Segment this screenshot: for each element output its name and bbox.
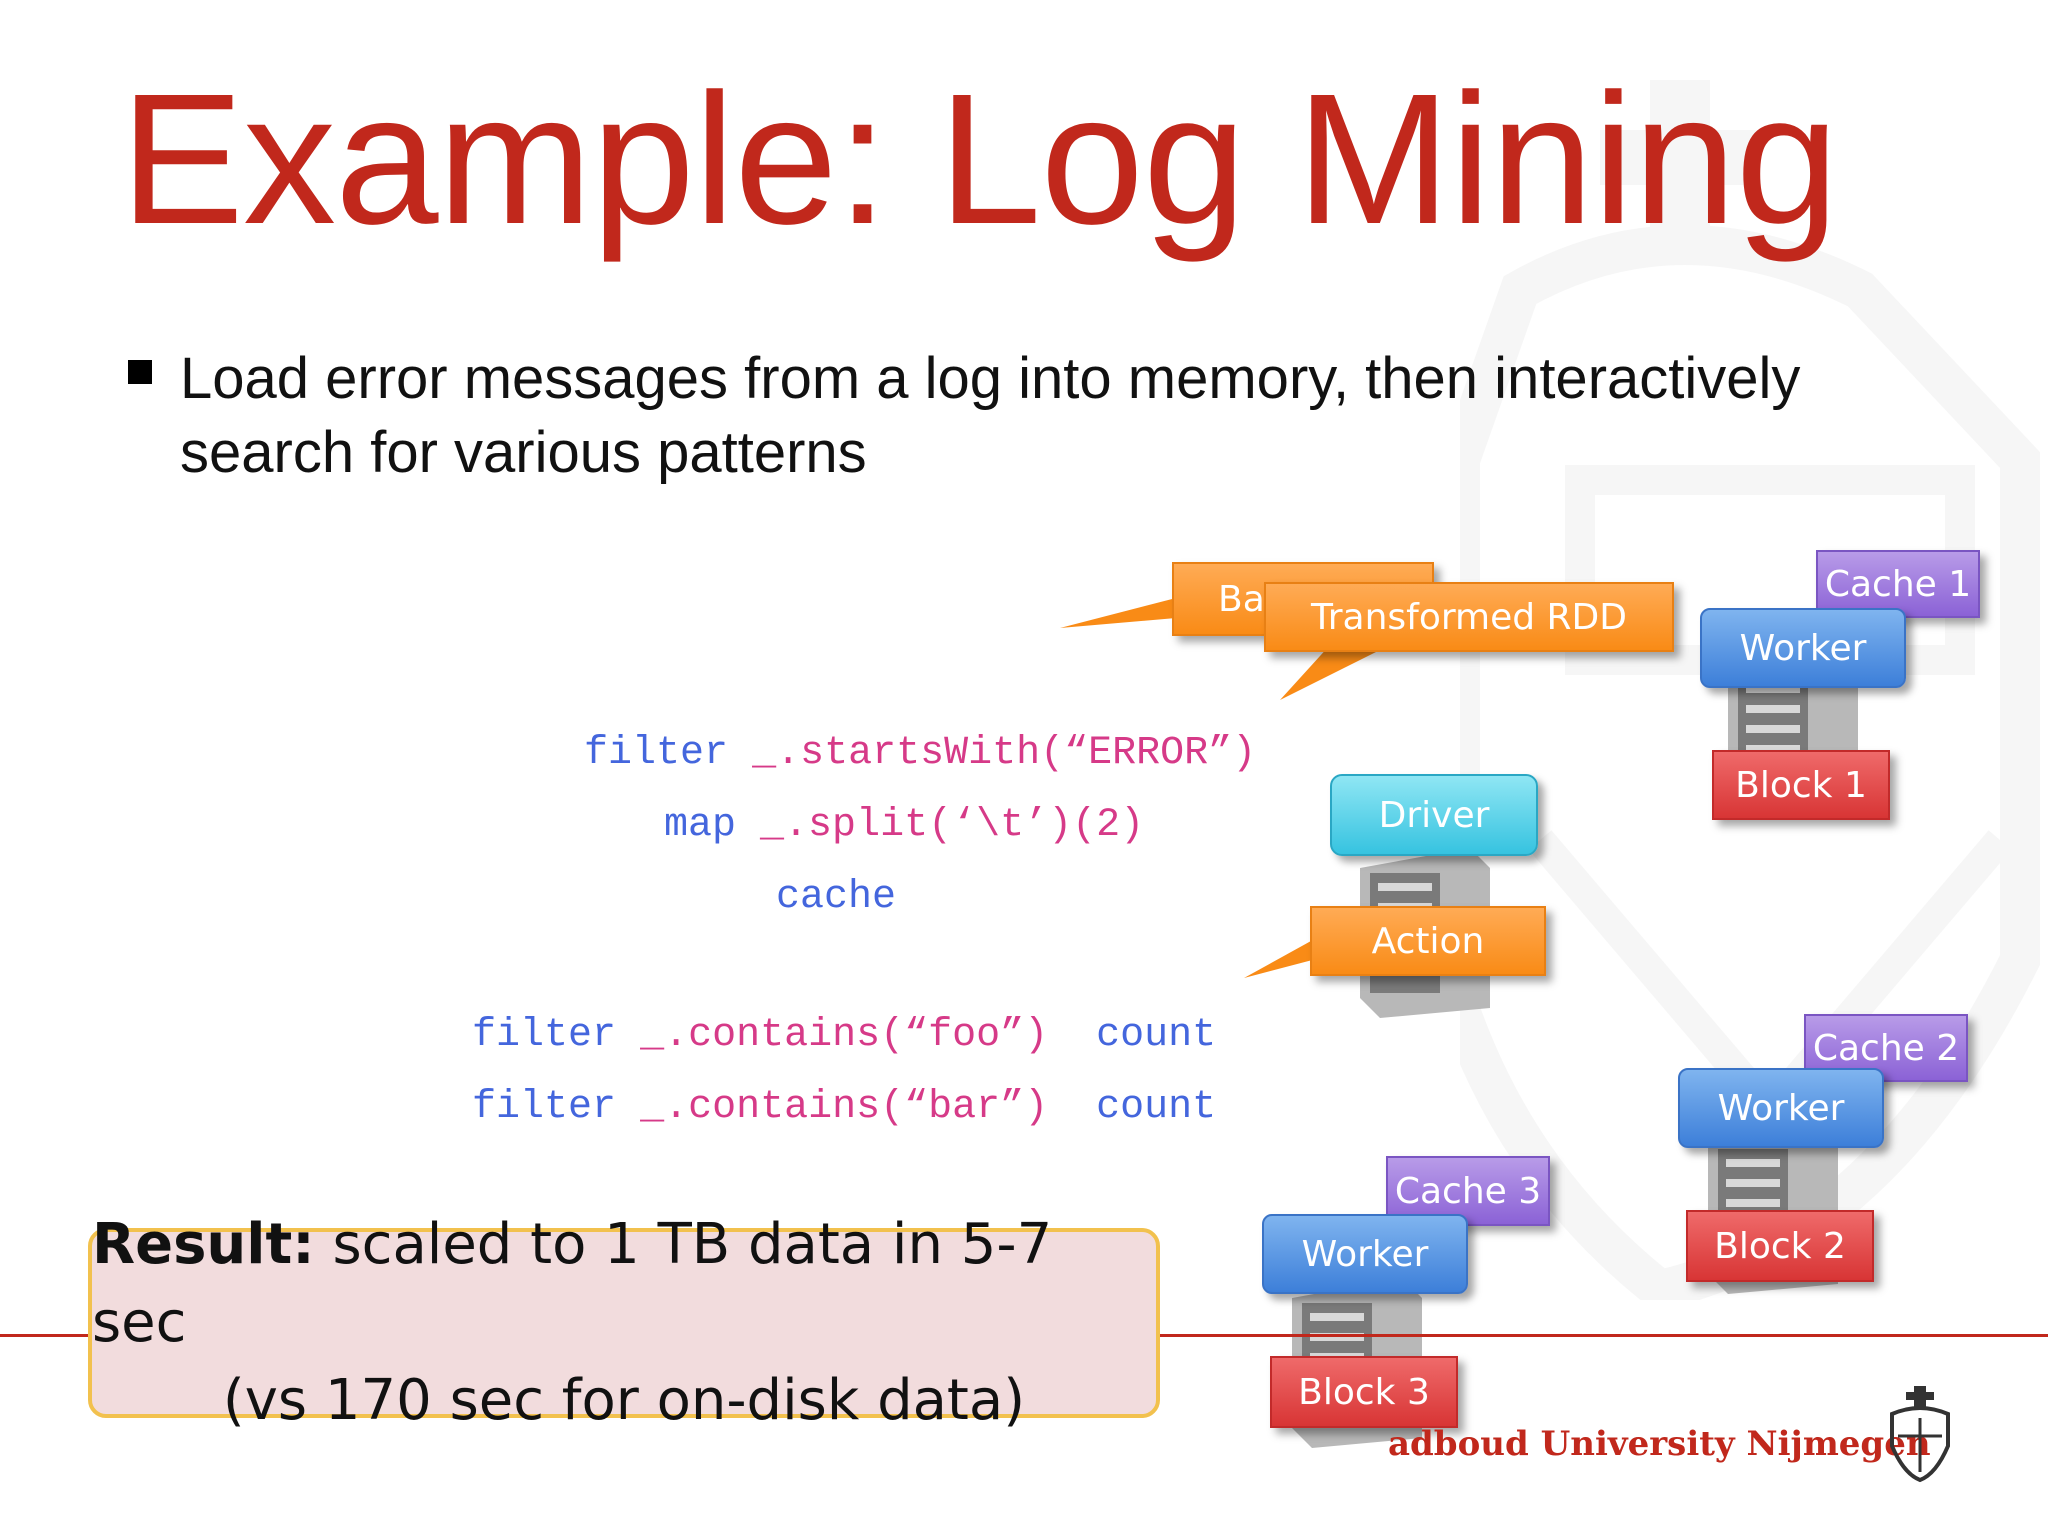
worker-2-box: Worker xyxy=(1678,1068,1884,1148)
worker-1-box: Worker xyxy=(1700,608,1906,688)
block-2-box: Block 2 xyxy=(1686,1210,1874,1282)
code-action: count xyxy=(1096,1013,1217,1058)
code-line-2: map _.split(‘\t’)(2) xyxy=(568,766,1144,886)
university-seal-icon xyxy=(1890,1386,1950,1483)
hidden-tasks-label: tasks xyxy=(1588,746,1688,790)
code-arg: _.contains(“bar”) xyxy=(640,1085,1049,1130)
action-callout: Action xyxy=(1310,906,1546,976)
code-line-3: cache xyxy=(680,838,896,958)
worker-3-box: Worker xyxy=(1262,1214,1468,1294)
block-1-box: Block 1 xyxy=(1712,750,1890,820)
code-op: map xyxy=(664,803,737,848)
slide-title: Example: Log Mining xyxy=(120,56,1839,263)
cache-2-box: Cache 2 xyxy=(1804,1014,1968,1082)
hidden-results-label: lts xyxy=(1572,670,1618,714)
block-3-box: Block 3 xyxy=(1270,1356,1458,1428)
code-arg: _.startsWith(“ERROR”) xyxy=(752,731,1257,776)
result-text: scaled to 1 TB data in 5-7 sec xyxy=(92,1212,1053,1355)
result-line-1: Result: scaled to 1 TB data in 5-7 sec xyxy=(92,1206,1156,1362)
code-op: filter xyxy=(584,731,729,776)
code-arg: _.split(‘\t’)(2) xyxy=(760,803,1145,848)
bullet-text: Load error messages from a log into memo… xyxy=(180,346,1801,485)
code-arg: _.contains(“foo”) xyxy=(640,1013,1049,1058)
cache-1-box: Cache 1 xyxy=(1816,550,1980,618)
result-line-2: (vs 170 sec for on-disk data) xyxy=(222,1368,1026,1433)
driver-box: Driver xyxy=(1330,774,1538,856)
cache-3-box: Cache 3 xyxy=(1386,1156,1550,1226)
code-line-5: filter _.contains(“bar”) count xyxy=(376,1048,1216,1168)
code-line-1: filter _.startsWith(“ERROR”) xyxy=(488,694,1256,814)
university-name: adboud University Nijmegen xyxy=(1388,1424,1931,1464)
code-op: filter xyxy=(472,1085,617,1130)
code-op: filter xyxy=(472,1013,617,1058)
code-line-4: filter _.contains(“foo”) count xyxy=(376,976,1216,1096)
bullet-square-icon xyxy=(128,360,152,384)
result-label: Result: xyxy=(92,1212,315,1277)
transformed-rdd-callout: Transformed RDD xyxy=(1264,582,1674,652)
code-op: cache xyxy=(776,875,897,920)
code-action: count xyxy=(1096,1085,1217,1130)
result-box: Result: scaled to 1 TB data in 5-7 sec (… xyxy=(88,1212,1160,1433)
